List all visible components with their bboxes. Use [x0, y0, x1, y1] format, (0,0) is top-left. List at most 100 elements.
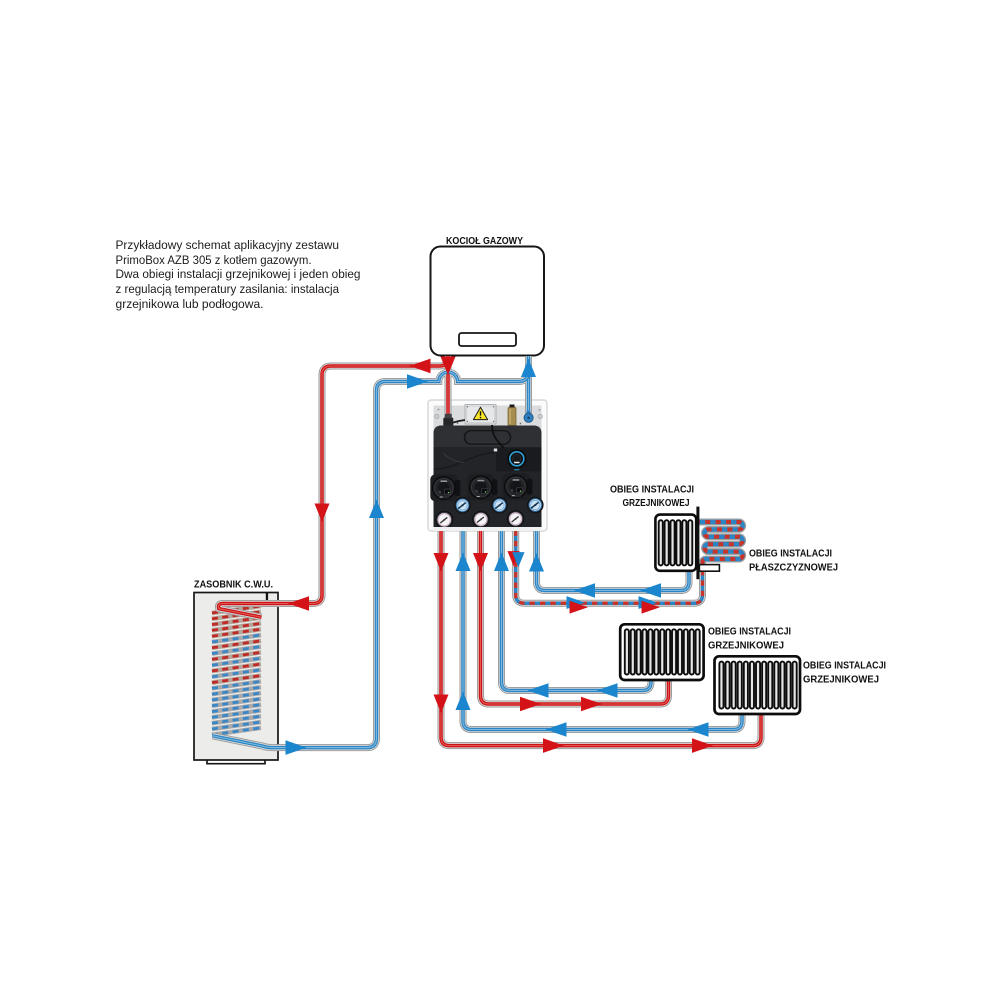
brass-fitting [507, 407, 517, 426]
description-line-5: grzejnikowa lub podłogowa. [116, 297, 264, 311]
radiator-fin [773, 660, 780, 710]
pump-flange [454, 479, 461, 496]
dhw-tank: ZASOBNIK C.W.U. [193, 580, 279, 765]
pump-1 [430, 474, 461, 502]
warning-exclamation-dot [479, 416, 482, 419]
pump-led [484, 491, 487, 493]
tank-base [206, 760, 266, 765]
unit-bottom-sill [433, 527, 542, 531]
pump-led [519, 490, 522, 493]
pump-display [480, 488, 488, 494]
console-label-chip [493, 448, 498, 452]
radiator-fin [676, 628, 683, 676]
tank-label: ZASOBNIK C.W.U. [194, 580, 273, 591]
gauge-white-2 [472, 510, 490, 529]
floor-slab-symbol [698, 563, 721, 572]
description-line-4: z regulacją temperatury zasilania: insta… [116, 282, 340, 296]
junction-box-lid [466, 405, 495, 423]
circuit2-label-line1: OBIEG INSTALACJI [708, 627, 791, 638]
boiler-display-panel [458, 332, 517, 347]
pump-flange [526, 478, 533, 495]
circuit3-label-line1: OBIEG INSTALACJI [803, 661, 886, 672]
gauge-hub [479, 518, 482, 521]
primobox-unit-front [430, 410, 544, 531]
controller-cable [491, 424, 505, 449]
radiator-fin [653, 628, 660, 676]
radiator-fin [657, 519, 664, 567]
circulation-controller-dial [507, 449, 527, 471]
circuit1-floor-label-line2: PŁASZCZYZNOWEJ [749, 563, 838, 574]
junction-box-screw [492, 406, 495, 408]
alternative-divider-line [696, 506, 700, 580]
radiator-fin [767, 660, 774, 710]
circuit3-label-line2: GRZEJNIKOWEJ [803, 675, 879, 686]
boiler-body [429, 245, 545, 357]
radiator-fin [669, 519, 676, 567]
gauge-blue-3 [527, 496, 544, 514]
radiator-fin [641, 628, 648, 676]
gauge-hub [498, 504, 501, 507]
radiator-fin [671, 628, 678, 676]
return-valve-center [527, 416, 530, 419]
radiator-fin [665, 628, 672, 676]
gauge-white-1 [435, 510, 454, 529]
tank-sensor-mark [265, 592, 269, 600]
gauge-hub [443, 518, 446, 521]
radiator-fin [659, 628, 666, 676]
description-line-1: Przykładowy schemat aplikacyjny zestawu [116, 238, 340, 252]
circuit1-radiator-label-line2: GRZEJNIKOWEJ [623, 498, 690, 509]
radiator-2 [618, 622, 705, 682]
radiator-fin [736, 660, 743, 710]
pump-2 [467, 473, 498, 501]
radiator-fin [724, 660, 731, 710]
radiator-fin [761, 660, 768, 710]
supply-pipe-fitting [443, 417, 454, 427]
radiator-fin [779, 660, 786, 710]
radiator-fin [688, 628, 695, 676]
radiator-fin [681, 519, 688, 567]
boiler-label: KOCIOŁ GAZOWY [446, 236, 523, 247]
pump-button [510, 489, 514, 492]
insulation-top [433, 425, 542, 447]
panel-screw [538, 409, 541, 411]
dial-sublabel [514, 469, 520, 471]
radiator-fin [682, 628, 689, 676]
pump-logo [512, 479, 520, 481]
insulation-emboss-oval [463, 429, 512, 445]
radiator-fin [635, 628, 642, 676]
pump-led [447, 491, 450, 494]
pump-display [443, 488, 451, 495]
circuit1-floor-label-line1: OBIEG INSTALACJI [749, 549, 832, 560]
pump-display [516, 487, 524, 494]
pump-button [475, 489, 479, 493]
pump-logo [477, 479, 485, 482]
circuit-labels: OBIEG INSTALACJI GRZEJNIKOWEJ OBIEG INST… [610, 484, 886, 685]
radiator-fin [785, 660, 792, 710]
panel-screw [456, 422, 459, 424]
gauge-hub [514, 517, 517, 520]
pump-3 [502, 473, 533, 501]
radiator-fin [748, 660, 755, 710]
dial-knob [512, 454, 522, 464]
pump-flange [491, 479, 498, 496]
radiator-fin [694, 628, 701, 676]
panel-screw [437, 408, 440, 411]
radiator-fin [730, 660, 737, 710]
supply-pipe-nut [444, 413, 452, 419]
radiator-fin [742, 660, 749, 710]
radiator-fin [623, 628, 630, 676]
junction-box-screw [492, 420, 495, 423]
gauge-white-3 [506, 510, 525, 528]
pump-nameplate-text [439, 496, 443, 498]
gas-boiler: KOCIOŁ GAZOWY [429, 236, 545, 357]
panel-screw [519, 422, 522, 425]
radiator-fin [675, 519, 682, 567]
radiator-fin [663, 519, 670, 567]
vent-valve-cap [509, 404, 515, 409]
pump-logo [440, 480, 448, 482]
dial-label [514, 461, 520, 464]
pump-nameplate-text [476, 496, 480, 497]
radiator-3 [713, 654, 802, 716]
